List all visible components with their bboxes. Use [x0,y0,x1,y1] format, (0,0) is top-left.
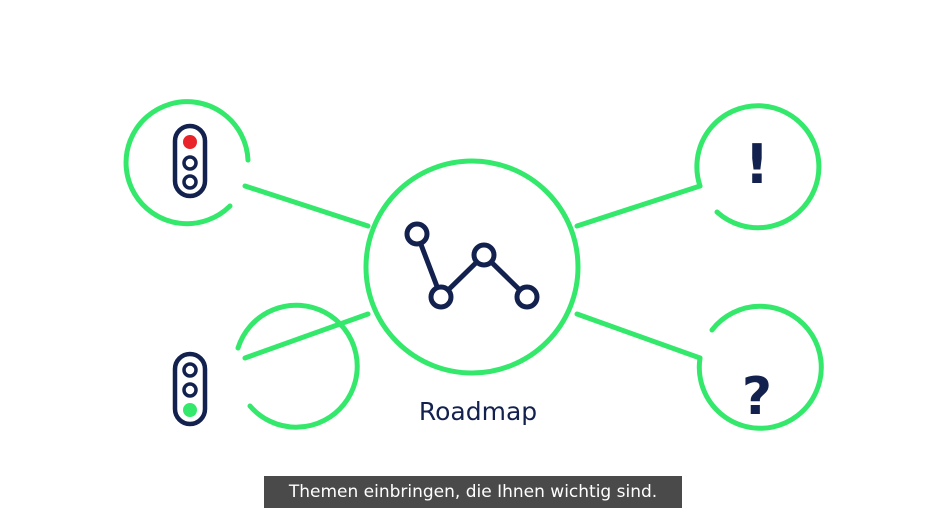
node-ring [235,302,360,430]
node-top-left [123,99,251,227]
connectors [242,183,703,361]
node-ring [696,303,824,431]
exclamation-icon: ! [745,133,770,196]
subtitle-box: Themen einbringen, die Ihnen wichtig sin… [264,476,682,508]
connector-top-left [242,183,371,229]
node-bottom-right: ? [696,303,824,431]
node-top-right: ! [694,103,822,231]
center-label: Roadmap [419,397,537,426]
traffic-light-green-icon [172,351,208,427]
subtitle-text: Themen einbringen, die Ihnen wichtig sin… [288,482,658,502]
connector-bottom-left [242,311,371,361]
roadmap-line-icon [404,221,540,310]
node-ring [694,103,822,231]
question-icon: ? [742,367,772,427]
node-center: Roadmap [363,158,581,426]
connector-bottom-right [574,311,703,361]
connector-top-right [574,183,703,229]
node-bottom-left [172,302,360,430]
traffic-light-red-icon [172,123,208,199]
node-ring [123,99,251,227]
